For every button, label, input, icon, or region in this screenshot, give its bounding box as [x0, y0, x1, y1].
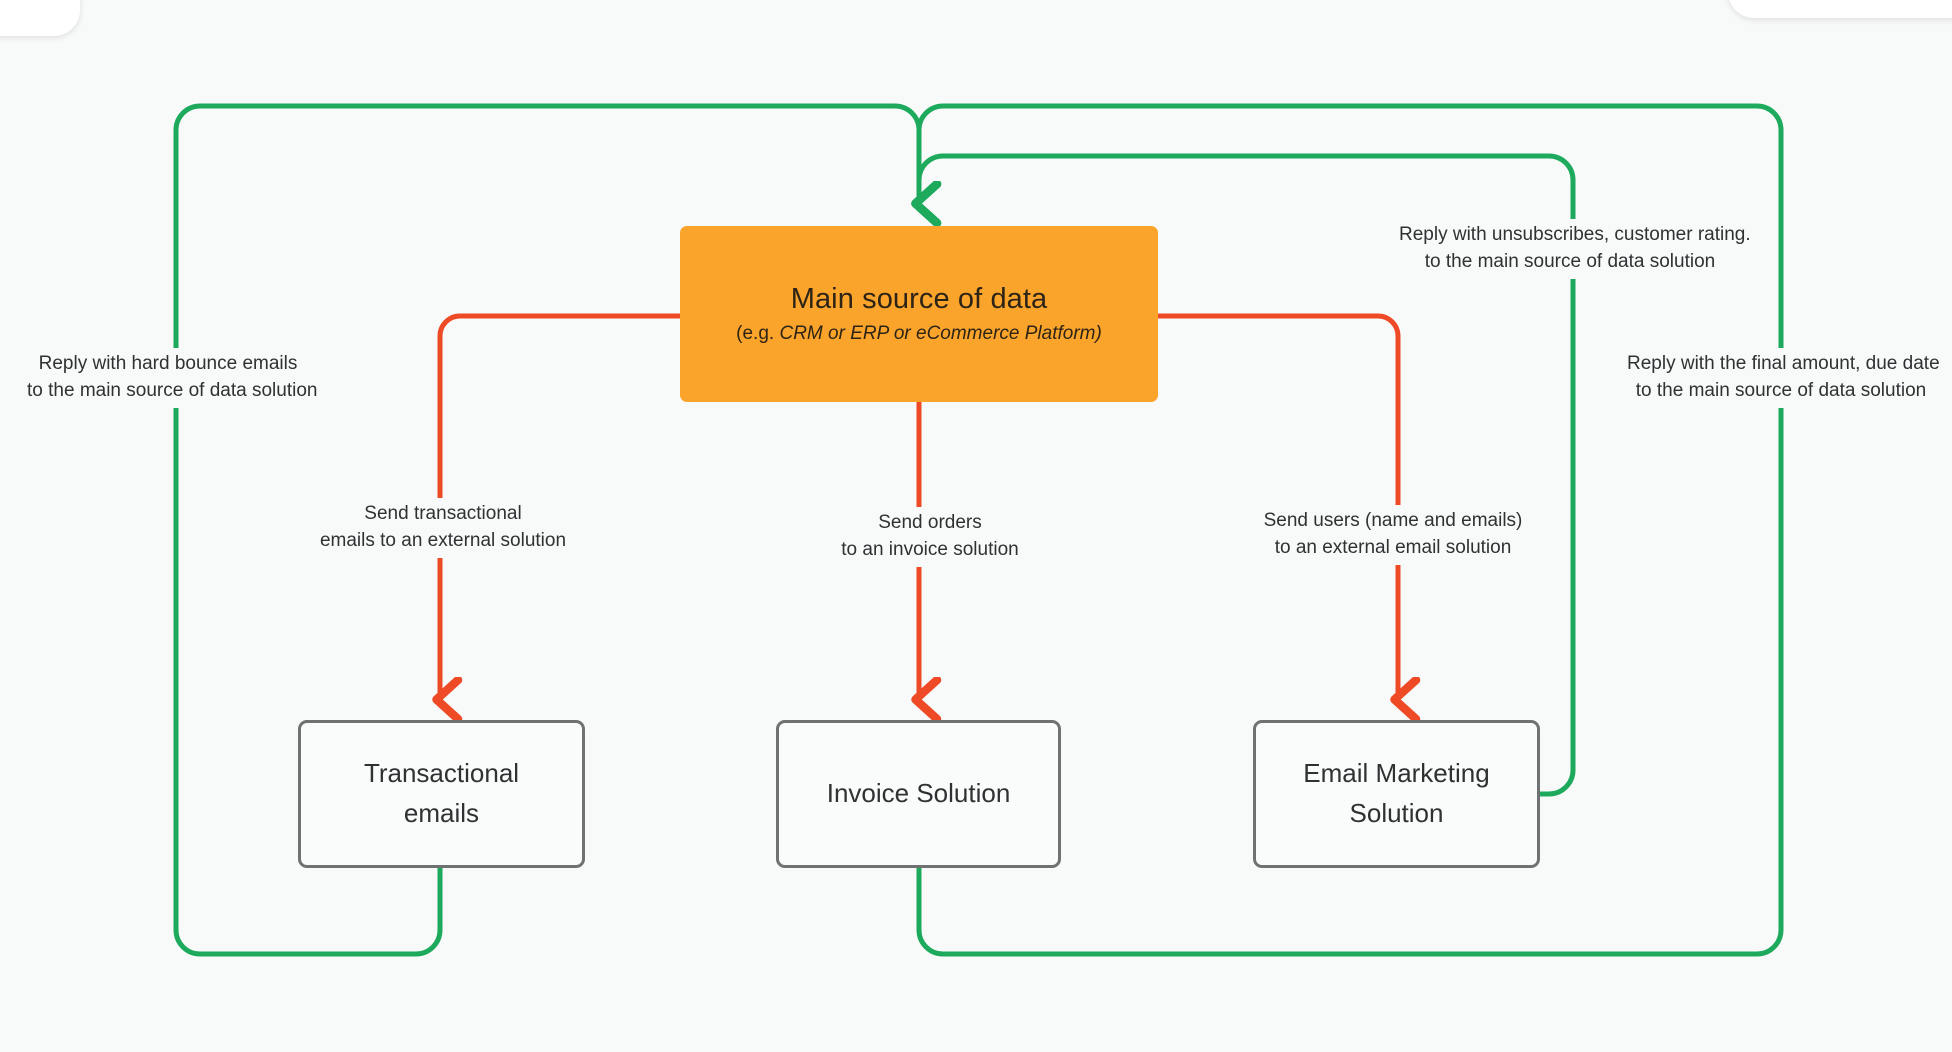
node-transactional-emails-line1: Transactional	[363, 758, 520, 789]
node-main-source-of-data[interactable]: Main source of data (e.g. CRM or ERP or …	[680, 226, 1158, 402]
node-invoice-solution[interactable]: Invoice Solution	[776, 720, 1061, 868]
edge-label-reply-final-amount-line1: Reply with the final amount, due date	[1627, 353, 1940, 374]
edge-label-send-users: Send users (name and emails) to an exter…	[1243, 505, 1543, 565]
node-main-subtitle: (e.g. CRM or ERP or eCommerce Platform)	[736, 323, 1102, 344]
node-transactional-emails-line2: emails	[403, 798, 480, 828]
edge-reply-hard-bounce	[173, 103, 919, 957]
edge-label-send-orders-line2: to an invoice solution	[841, 538, 1019, 560]
edge-label-reply-unsubscribes: Reply with unsubscribes, customer rating…	[1390, 219, 1751, 279]
edge-label-reply-hard-bounce-line1: Reply with hard bounce emails	[38, 353, 298, 374]
node-email-marketing-solution-line1: Email Marketing	[1303, 758, 1490, 789]
node-transactional-emails[interactable]: Transactional emails	[298, 720, 585, 868]
top-right-panel-edge	[1728, 0, 1952, 18]
edge-send-users	[1155, 313, 1398, 698]
edge-reply-final-amount	[919, 103, 1784, 957]
edge-label-reply-final-amount-line2: to the main source of data solution	[1635, 379, 1927, 401]
edge-label-reply-hard-bounce: Reply with hard bounce emails to the mai…	[18, 348, 318, 408]
node-email-marketing-solution[interactable]: Email Marketing Solution	[1253, 720, 1540, 868]
edge-label-send-users-line2: to an external email solution	[1274, 536, 1512, 558]
edge-label-send-orders-line1: Send orders	[878, 512, 982, 533]
edge-label-send-transactional-line1: Send transactional	[364, 503, 522, 524]
top-left-panel-edge	[0, 0, 80, 36]
node-email-marketing-solution-line2: Solution	[1349, 798, 1444, 828]
node-invoice-solution-line1: Invoice Solution	[826, 778, 1011, 809]
edge-label-send-orders: Send orders to an invoice solution	[800, 507, 1060, 567]
edge-label-send-users-line1: Send users (name and emails)	[1263, 510, 1523, 531]
node-main-title: Main source of data	[790, 283, 1048, 315]
edge-reply-unsubscribes	[919, 153, 1576, 797]
edge-send-transactional	[440, 313, 683, 698]
edge-label-reply-hard-bounce-line2: to the main source of data solution	[27, 379, 318, 401]
edge-label-reply-unsubscribes-line1: Reply with unsubscribes, customer rating…	[1399, 224, 1751, 245]
edge-label-send-transactional-line2: emails to an external solution	[319, 529, 567, 551]
edge-label-reply-final-amount: Reply with the final amount, due date to…	[1618, 348, 1944, 408]
edge-label-send-transactional: Send transactional emails to an external…	[298, 498, 588, 558]
edge-label-reply-unsubscribes-line2: to the main source of data solution	[1424, 250, 1716, 272]
